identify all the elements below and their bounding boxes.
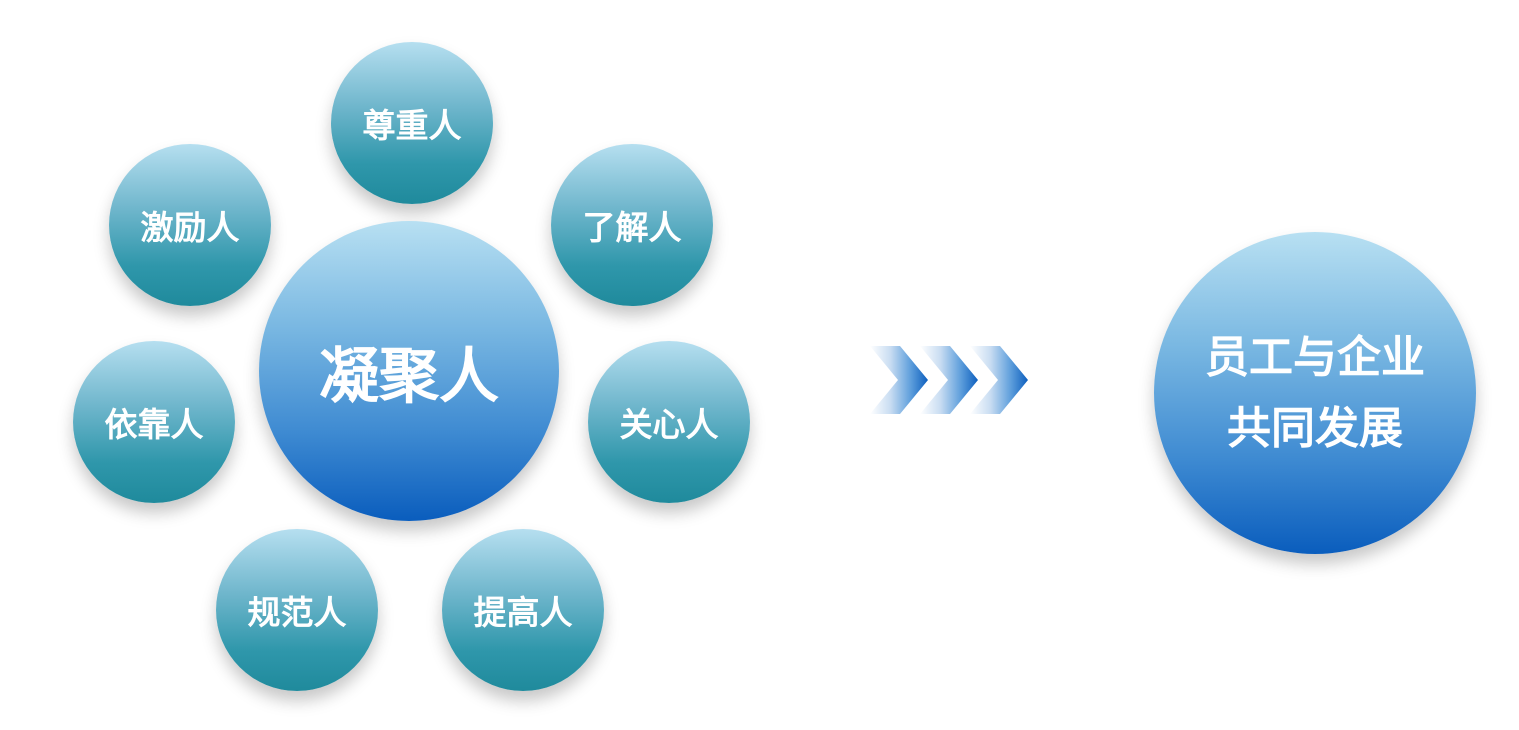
circle-label: 激励人 (140, 208, 240, 247)
circle-label: 提高人 (473, 593, 573, 632)
chevron-2 (920, 346, 978, 414)
center-circle: 凝聚人 (259, 221, 559, 521)
result-line-2: 共同发展 (1227, 403, 1403, 454)
circle-label: 依靠人 (104, 405, 204, 444)
circle-tigao: 提高人 (442, 529, 604, 691)
circle-jili: 激励人 (109, 144, 271, 306)
result-line-1: 员工与企业 (1205, 331, 1425, 383)
circle-label: 了解人 (582, 208, 682, 247)
circle-guanxin: 关心人 (588, 341, 750, 503)
circle-label: 关心人 (619, 405, 719, 444)
circle-label: 规范人 (247, 593, 347, 632)
result-circle: 员工与企业 共同发展 (1154, 232, 1476, 554)
chevron-1 (870, 346, 928, 414)
chevron-3 (970, 346, 1028, 414)
circle-zunzhong: 尊重人 (331, 42, 493, 204)
circle-guifan: 规范人 (216, 529, 378, 691)
circle-yikao: 依靠人 (73, 341, 235, 503)
triple-chevron-right-icon (866, 338, 1038, 422)
circle-liaojie: 了解人 (551, 144, 713, 306)
circle-label: 尊重人 (362, 106, 462, 145)
center-circle-label: 凝聚人 (319, 341, 499, 412)
